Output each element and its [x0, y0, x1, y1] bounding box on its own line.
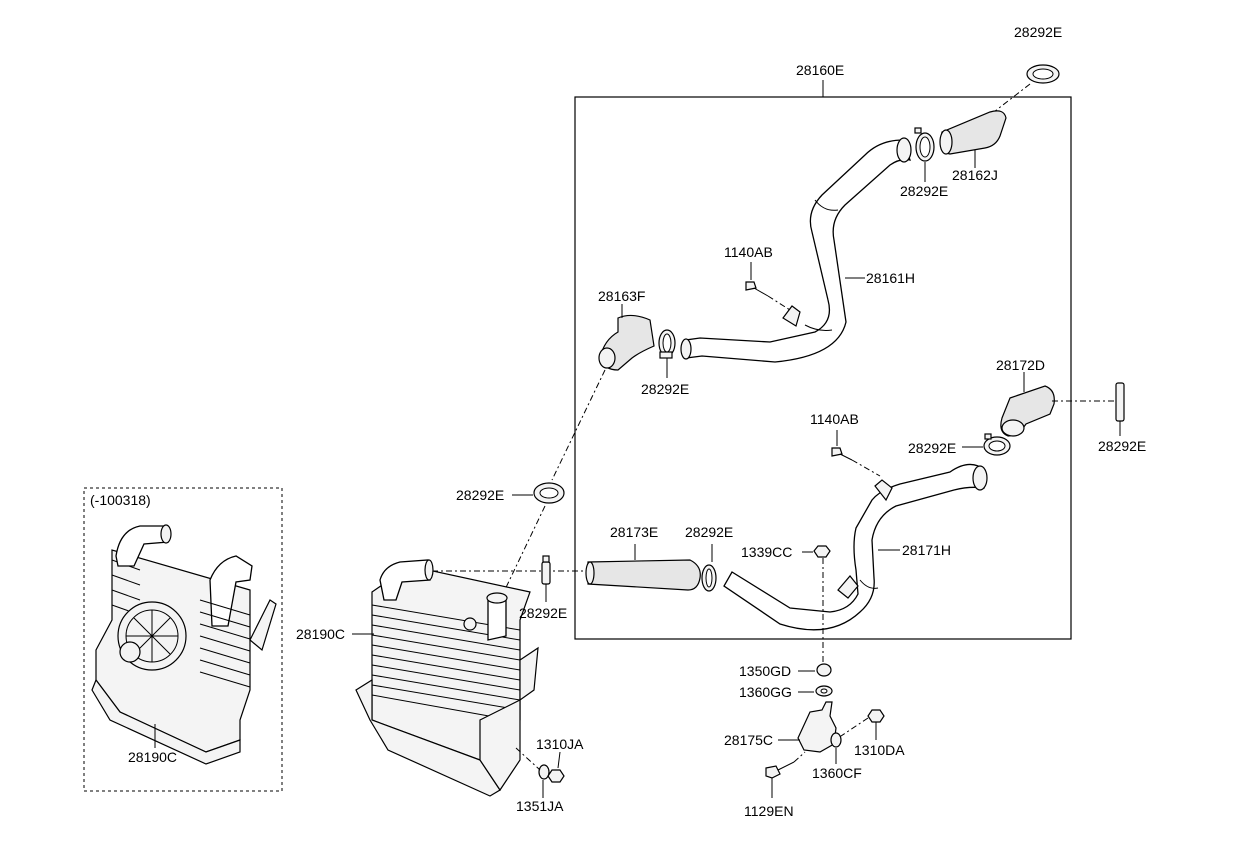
hose-clamp-top	[1026, 64, 1060, 84]
elbow-hose-28163F	[598, 314, 655, 371]
hose-clamp-left	[533, 482, 565, 504]
intercooler-assembly-inset	[91, 524, 277, 765]
hose-clamp-intercooler	[541, 555, 551, 585]
label-1339CC: 1339CC	[741, 544, 792, 560]
bolt-1140AB-lower	[831, 447, 853, 461]
intake-hose-28173E	[585, 559, 701, 591]
elbow-hose-28172D	[1000, 385, 1055, 437]
label-1350GD: 1350GD	[739, 663, 791, 679]
intercooler-pipe-28161H	[680, 137, 912, 363]
label-28190C-inset: 28190C	[128, 749, 177, 765]
hose-clamp-mid	[658, 329, 676, 359]
bracket-28175C	[797, 701, 837, 753]
hose-clamp-28173E	[701, 564, 717, 592]
washer-1350GD	[816, 663, 832, 677]
label-1351JA: 1351JA	[516, 798, 564, 814]
label-100318: (-100318)	[90, 492, 151, 508]
washer-1360GG	[815, 685, 833, 697]
nut-1339CC	[813, 545, 831, 558]
label-28292E-e: 28292E	[1098, 438, 1146, 454]
hose-clamp-lower	[983, 433, 1011, 456]
intercooler-assembly-main	[355, 559, 539, 797]
label-28162J: 28162J	[952, 167, 998, 183]
intercooler-pipe-28171H	[723, 463, 988, 631]
nut-1310JA	[547, 769, 565, 783]
label-28292E-g: 28292E	[685, 524, 733, 540]
label-28292E-b: 28292E	[900, 183, 948, 199]
label-28292E-top: 28292E	[1014, 24, 1062, 40]
label-1140AB-b: 1140AB	[810, 411, 859, 427]
label-28190C-main: 28190C	[296, 626, 345, 642]
label-28175C: 28175C	[724, 732, 773, 748]
label-1310JA: 1310JA	[536, 736, 584, 752]
bolt-1129EN	[765, 761, 795, 779]
label-28160E: 28160E	[796, 62, 844, 78]
label-28163F: 28163F	[598, 288, 645, 304]
label-1360CF: 1360CF	[812, 765, 862, 781]
label-28292E-h: 28292E	[519, 605, 567, 621]
bolt-1140AB-upper	[745, 281, 769, 297]
label-28292E-d: 28292E	[908, 440, 956, 456]
label-28172D: 28172D	[996, 357, 1045, 373]
label-28171H: 28171H	[902, 542, 951, 558]
label-1360GG: 1360GG	[739, 684, 792, 700]
washer-1360CF	[830, 732, 842, 748]
label-28292E-f: 28292E	[456, 487, 504, 503]
hose-clamp-upper	[914, 127, 935, 162]
label-28161H: 28161H	[866, 270, 915, 286]
label-1310DA: 1310DA	[854, 742, 905, 758]
inset-variant-box	[83, 487, 283, 792]
nut-1310DA	[867, 709, 885, 723]
label-28292E-c: 28292E	[641, 381, 689, 397]
gasket-right	[1115, 382, 1125, 422]
intake-hose-28162J	[939, 110, 1007, 155]
label-1140AB-a: 1140AB	[724, 244, 773, 260]
label-28173E: 28173E	[610, 524, 658, 540]
washer-1351JA	[538, 764, 550, 780]
label-1129EN: 1129EN	[744, 803, 794, 819]
